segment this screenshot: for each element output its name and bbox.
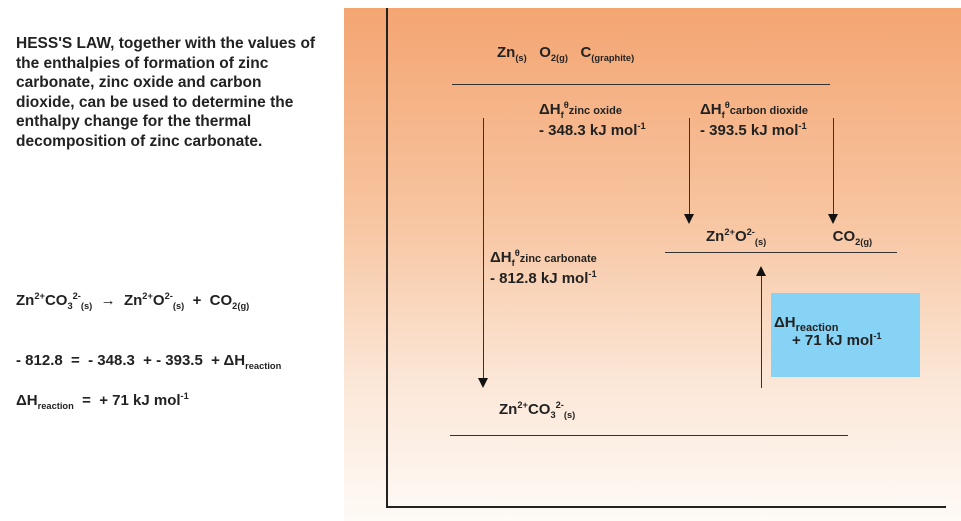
reaction-arrow-line bbox=[761, 276, 762, 388]
reaction-arrowhead bbox=[756, 266, 766, 276]
zinc-carbonate-enthalpy-label: ΔHfθzinc carbonate - 812.8 kJ mol-1 bbox=[490, 248, 597, 287]
decomposition-equation: Zn2+CO32-(s) → Zn2+O2-(s) + CO2(g) bbox=[16, 291, 250, 311]
hess-calculation: - 812.8 = - 348.3 + - 393.5 + ΔHreaction bbox=[16, 352, 282, 371]
zinc-carbonate-arrow-line bbox=[483, 118, 484, 378]
hess-result: ΔHreaction = + 71 kJ mol-1 bbox=[16, 391, 189, 411]
energy-axis-vertical bbox=[386, 8, 388, 508]
elements-level-line bbox=[452, 84, 830, 85]
zinc-oxide-enthalpy-label: ΔHfθzinc oxide - 348.3 kJ mol-1 bbox=[539, 100, 646, 139]
products-label: Zn2+O2-(s) CO2(g) bbox=[706, 227, 873, 247]
reaction-enthalpy-label: ΔHreaction + 71 kJ mol-1 bbox=[774, 314, 882, 349]
intro-text: HESS'S LAW, together with the values of … bbox=[16, 35, 316, 150]
reaction-arrow: → bbox=[100, 292, 116, 309]
zinc-oxide-arrow-line bbox=[689, 118, 690, 214]
elements-label: Zn(s) O2(g) C(graphite) bbox=[497, 44, 635, 63]
zinc-carbonate-level-line bbox=[450, 435, 848, 436]
carbon-dioxide-arrow-line bbox=[833, 118, 834, 214]
zinc-carbonate-arrowhead bbox=[478, 378, 488, 388]
zinc-oxide-arrowhead bbox=[684, 214, 694, 224]
reaction-enthalpy-box bbox=[771, 293, 920, 377]
carbon-dioxide-arrowhead bbox=[828, 214, 838, 224]
products-level-line bbox=[665, 252, 897, 253]
energy-axis-horizontal bbox=[386, 506, 946, 508]
zinc-carbonate-label: Zn2+CO32-(s) bbox=[499, 400, 576, 420]
carbon-dioxide-enthalpy-label: ΔHfθcarbon dioxide - 393.5 kJ mol-1 bbox=[700, 100, 809, 139]
